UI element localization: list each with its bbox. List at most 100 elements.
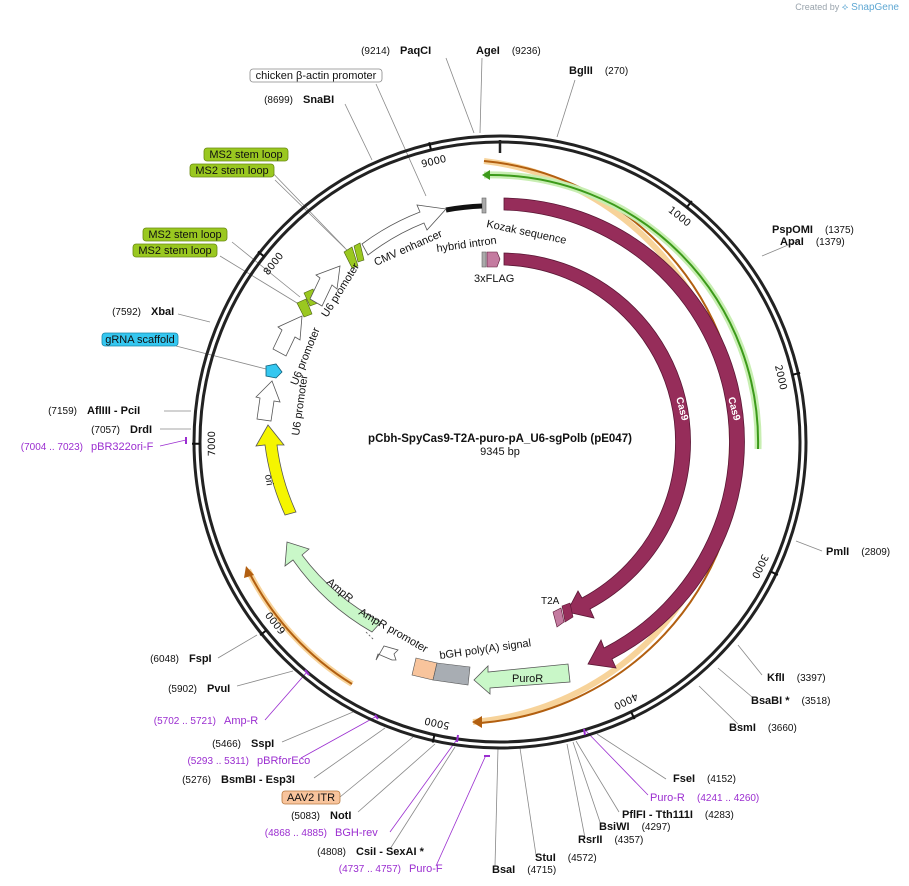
- t2a-marker-2: [561, 602, 574, 623]
- site-name: CsiI - SexAI *: [356, 846, 425, 858]
- site-position: (5466): [212, 739, 241, 750]
- feature-box-bg: [249, 68, 383, 83]
- primer-leader-lines: [159, 439, 649, 867]
- site-name: BsaI: [492, 864, 515, 876]
- site-name: PmlI: [826, 546, 849, 558]
- site-position: (7159): [48, 406, 77, 417]
- feature-box-bg: [189, 163, 275, 178]
- site-position: (3397): [797, 673, 826, 684]
- snapgene-credit: Created by ⟡ SnapGene: [795, 2, 899, 13]
- grna-scaffold-marker: [265, 363, 283, 379]
- kozak-marker: [481, 197, 487, 214]
- site-position: (8699): [264, 95, 293, 106]
- feature-box-label: gRNA scaffold: [105, 334, 175, 346]
- restriction-site: XbaI (7592): [112, 306, 174, 318]
- site-name: BglII: [569, 65, 593, 77]
- site-name: ApaI: [780, 236, 804, 248]
- primer-name: Amp-R: [224, 715, 258, 727]
- site-name: SnaBI: [303, 94, 334, 106]
- site-name: PvuI: [207, 683, 230, 695]
- u6-promoter-arrow-2: [272, 315, 303, 357]
- restriction-site: BsmBI - Esp3I(5276): [182, 774, 295, 786]
- ms2-stem-loop-1: [343, 246, 359, 269]
- plasmid-name: pCbh-SpyCas9-T2A-puro-pA_U6-sgPolb (pE04…: [368, 433, 632, 445]
- feature-box-label: AAV2 ITR: [287, 792, 335, 804]
- restriction-site: CsiI - SexAI * (4808): [317, 846, 424, 858]
- cas9-outer-arrow: [503, 197, 745, 669]
- tick-mark: [770, 570, 779, 576]
- restriction-site: StuI(4572): [535, 852, 597, 864]
- tick-label: 4000: [612, 690, 640, 711]
- site-name: AgeI: [476, 45, 500, 57]
- ori-label: ori: [262, 474, 275, 487]
- site-position: (6048): [150, 654, 179, 665]
- tick-label: 9000: [420, 154, 447, 171]
- feature-box-bg: [132, 243, 218, 258]
- orange-track-line-2: [249, 573, 353, 685]
- tick-mark: [686, 200, 693, 208]
- site-position: (5902): [168, 684, 197, 695]
- restriction-site: BsaI(4715): [492, 864, 556, 876]
- feature-box-itr: AAV2 ITR: [281, 790, 341, 805]
- feature-box-bg: [101, 332, 179, 347]
- feature-box-plain: chicken β-actin promoter: [249, 68, 383, 83]
- restriction-site: PaqCI(9214): [361, 45, 431, 57]
- ms2-stem-loop-3: [296, 298, 313, 318]
- ampr-promoter-arrow: [375, 645, 399, 661]
- t2a-marker: [552, 607, 565, 628]
- primer-range: (4868 .. 4885): [265, 828, 327, 839]
- tick-mark: [630, 711, 636, 720]
- site-position: (5276): [182, 775, 211, 786]
- restriction-site: NotI(5083): [291, 810, 351, 822]
- primer-range: (4241 .. 4260): [697, 793, 759, 804]
- orange-track-arrowhead-2: [244, 566, 254, 578]
- snapgene-logo: ⟡ SnapGene: [841, 2, 899, 13]
- puror-arrow: [473, 663, 571, 695]
- site-name: PaqCI: [400, 45, 431, 57]
- tick-mark: [792, 371, 801, 376]
- tick-label: 3000: [749, 552, 770, 580]
- site-position: (270): [605, 66, 628, 77]
- primer: BGH-rev(4868 .. 4885): [265, 827, 379, 839]
- restriction-site: PvuI (5902): [168, 683, 230, 695]
- primer: pBRforEco (5293 .. 5311): [187, 755, 310, 767]
- orange-track-arrowhead: [472, 716, 482, 728]
- site-position: (4152): [707, 774, 736, 785]
- site-name: FseI: [673, 773, 695, 785]
- leader-lines: [160, 57, 823, 867]
- restriction-site: FspI (6048): [150, 653, 212, 665]
- primer-labels: pBR322ori-F(7004 .. 7023)Amp-R(5702 .. 5…: [21, 441, 760, 875]
- site-position: (3518): [802, 696, 831, 707]
- primer-range: (5293 .. 5311): [187, 756, 249, 767]
- feature-box-label: MS2 stem loop: [195, 165, 268, 177]
- site-name: XbaI: [151, 306, 174, 318]
- site-position: (4283): [705, 810, 734, 821]
- feature-box-label: MS2 stem loop: [138, 245, 211, 257]
- feature-box-ms2: MS2 stem loop: [189, 163, 275, 178]
- restriction-site: FseI (4152): [673, 773, 736, 785]
- site-name: BsmI: [729, 722, 756, 734]
- t2a-label: T2A: [541, 596, 560, 607]
- restriction-site: BsiWI(4297): [599, 821, 670, 833]
- site-position: (7592): [112, 307, 141, 318]
- tick-mark: [431, 734, 436, 743]
- site-name: StuI: [535, 852, 556, 864]
- primer: Puro-R(4241 .. 4260): [650, 792, 759, 804]
- tick-marks: [191, 142, 801, 743]
- green-track-line: [489, 173, 760, 450]
- ampr-promoter-label: AmpR promoter: [357, 606, 431, 655]
- primer-marks: [185, 437, 586, 757]
- kozak-label: Kozak sequence: [485, 218, 567, 247]
- cmv-enhancer-arrow: [361, 204, 447, 256]
- restriction-site: PmlI(2809): [826, 546, 890, 558]
- plasmid-size: 9345 bp: [480, 446, 520, 458]
- credit-prefix: Created by: [795, 2, 840, 12]
- site-name: FspI: [189, 653, 212, 665]
- restriction-site: AgeI(9236): [476, 45, 541, 57]
- primer-name: pBRforEco: [257, 755, 310, 767]
- u6-promoter-arrow-3: [255, 380, 281, 422]
- restriction-site: BsmI(3660): [729, 722, 797, 734]
- site-position: (4808): [317, 847, 346, 858]
- kozak-marker-2: [481, 251, 487, 268]
